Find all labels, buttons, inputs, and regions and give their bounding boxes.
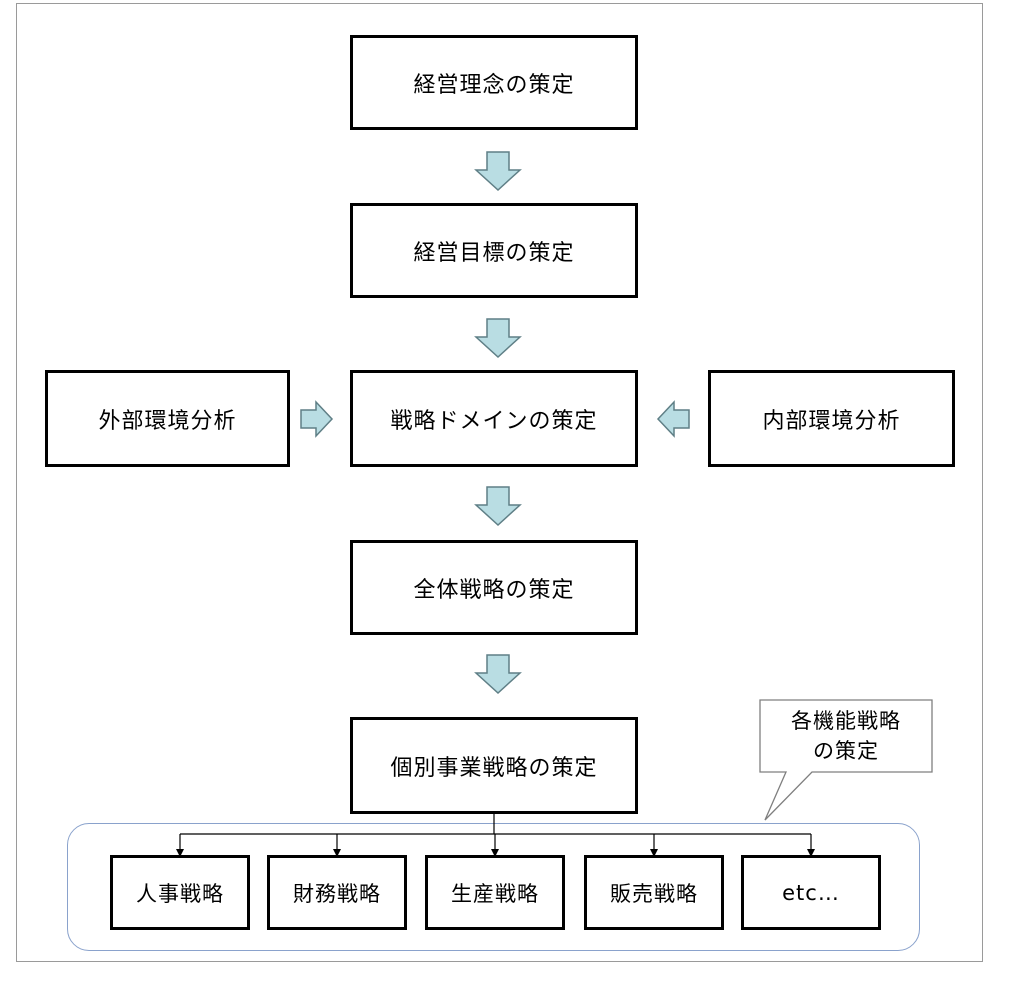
right-arrow-icon [300, 400, 334, 438]
business-strategy-box: 個別事業戦略の策定 [350, 717, 638, 814]
philosophy-label: 経営理念の策定 [413, 72, 575, 98]
function-label: 人事戦略 [136, 881, 224, 906]
internal-analysis-box: 内部環境分析 [708, 370, 955, 467]
down-arrow-icon [474, 151, 522, 192]
callout-text: 各機能戦略 の策定 [760, 700, 932, 772]
function-box-finance: 財務戦略 [267, 855, 407, 930]
external-analysis-label: 外部環境分析 [98, 408, 237, 434]
business-strategy-label: 個別事業戦略の策定 [390, 755, 598, 781]
down-arrow-icon [474, 318, 522, 359]
left-arrow-icon [656, 400, 690, 438]
goals-box: 経営目標の策定 [350, 203, 638, 298]
diagram-frame [16, 3, 983, 962]
function-label: 生産戦略 [451, 881, 539, 906]
internal-analysis-label: 内部環境分析 [762, 408, 901, 434]
tree-connectors [176, 814, 815, 857]
corporate-strategy-label: 全体戦略の策定 [413, 577, 575, 603]
down-arrow-icon [474, 486, 522, 527]
function-box-production: 生産戦略 [425, 855, 565, 930]
down-arrow-icon [474, 654, 522, 695]
goals-label: 経営目標の策定 [413, 240, 575, 266]
function-box-hr: 人事戦略 [110, 855, 250, 930]
callout-line-1: 各機能戦略 [791, 709, 901, 733]
function-label: etc… [782, 880, 840, 905]
callout-line-2: の策定 [813, 739, 879, 763]
philosophy-box: 経営理念の策定 [350, 35, 638, 130]
corporate-strategy-box: 全体戦略の策定 [350, 540, 638, 635]
callout-bubble [759, 699, 933, 821]
domain-label: 戦略ドメインの策定 [390, 408, 598, 434]
function-label: 販売戦略 [610, 881, 698, 906]
function-label: 財務戦略 [293, 881, 381, 906]
domain-box: 戦略ドメインの策定 [350, 370, 638, 467]
external-analysis-box: 外部環境分析 [45, 370, 290, 467]
function-box-etc: etc… [741, 855, 881, 930]
